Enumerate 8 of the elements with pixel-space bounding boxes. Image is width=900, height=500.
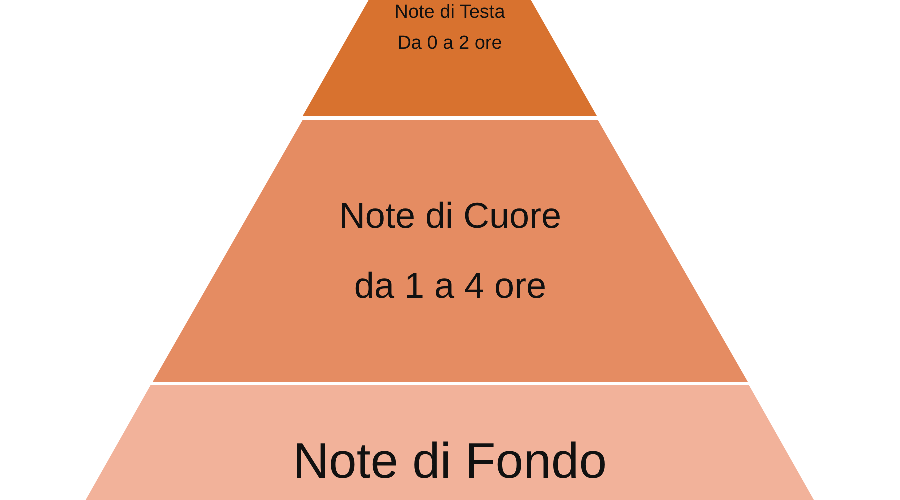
pyramid-tier	[303, 0, 597, 116]
tier-title: Note di Testa	[394, 2, 506, 25]
duration-text: da 1 a 4 ore	[354, 264, 547, 308]
tier-title: Note di Fondo	[292, 432, 608, 491]
duration-text: Da 0 a 2 ore	[398, 33, 502, 56]
pyramid-tier	[153, 120, 748, 382]
pyramid-tier	[86, 385, 814, 500]
tier-title: Note di Cuore	[339, 194, 562, 238]
